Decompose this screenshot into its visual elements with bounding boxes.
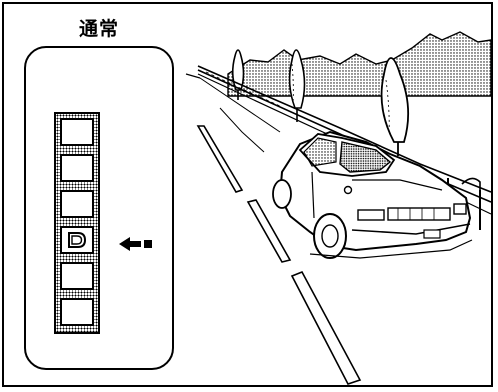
tree-left xyxy=(231,49,245,100)
drive-d-icon xyxy=(68,232,87,248)
gear-cell xyxy=(60,154,94,182)
gear-position-strip xyxy=(54,112,100,334)
gear-cell xyxy=(60,298,94,326)
gear-cell-active xyxy=(60,226,94,254)
driving-scene xyxy=(185,31,491,385)
mountains xyxy=(227,31,491,97)
indicator-panel xyxy=(24,46,174,370)
tree-right xyxy=(380,57,410,156)
road xyxy=(185,73,362,385)
mode-title: 通常 xyxy=(78,18,119,40)
illustration-frame xyxy=(2,2,493,387)
car xyxy=(272,130,473,259)
arrow-left-icon xyxy=(119,237,152,251)
gear-cell xyxy=(60,118,94,146)
gear-cell xyxy=(60,190,94,218)
gear-cell xyxy=(60,262,94,290)
